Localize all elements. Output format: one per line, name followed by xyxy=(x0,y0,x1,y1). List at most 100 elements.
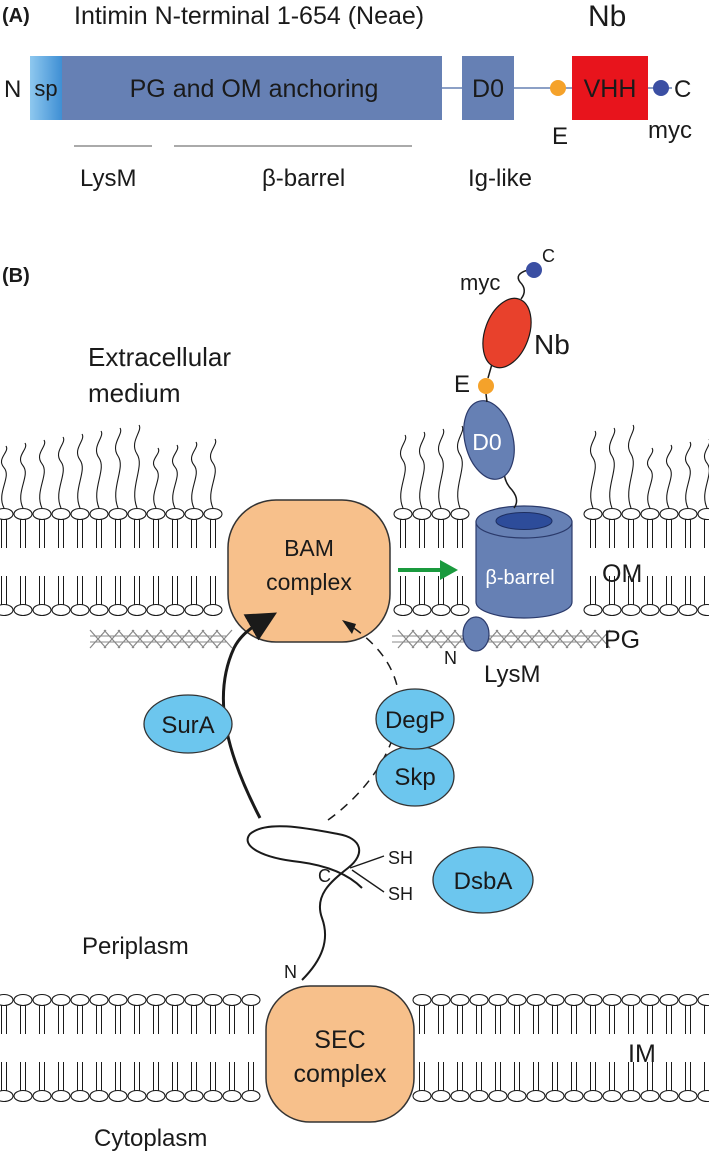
e-tag-dot xyxy=(550,80,566,96)
pg-strand xyxy=(215,629,233,649)
sh-label-2: SH xyxy=(388,884,413,904)
pg-strand xyxy=(509,629,527,649)
n-terminus-label: N xyxy=(4,76,21,103)
pg-strand xyxy=(201,629,219,649)
myc-tag-dot-b xyxy=(526,262,542,278)
im-lipid-head xyxy=(70,993,90,1007)
e-tag-label-b: E xyxy=(454,371,470,398)
e-tag-label: E xyxy=(552,123,568,150)
lps-chain xyxy=(418,431,426,509)
im-lipid-head xyxy=(602,1089,622,1103)
im-lipid-head xyxy=(469,1089,489,1103)
im-lipid-head xyxy=(564,993,584,1007)
im-lipid-head xyxy=(678,1089,698,1103)
om-lipid-head xyxy=(640,603,660,617)
om-lipid-head xyxy=(621,603,641,617)
im-lipid-head xyxy=(32,993,52,1007)
lps-chain xyxy=(152,447,160,509)
im-lipid-head xyxy=(241,1089,261,1103)
im-lipid-head xyxy=(659,1089,679,1103)
om-lipid-head xyxy=(32,507,52,521)
im-lipid-head xyxy=(108,1089,128,1103)
lps-chain xyxy=(456,425,464,509)
om-lipid-head xyxy=(0,507,14,521)
im-lipid-head xyxy=(203,993,223,1007)
om-lipid-head xyxy=(184,603,204,617)
sp-label: sp xyxy=(34,76,57,101)
nb-label-b: Nb xyxy=(534,329,570,360)
sp-domain xyxy=(30,56,62,120)
om-lipid-head xyxy=(640,507,660,521)
degp-chaperone xyxy=(375,688,455,750)
im-lipid-head xyxy=(412,1089,432,1103)
myc-tag-label: myc xyxy=(648,117,692,144)
im-lipid-head xyxy=(697,993,709,1007)
lps-chain xyxy=(0,445,8,509)
om-lipid-head xyxy=(70,603,90,617)
nb-domain-b xyxy=(482,297,532,369)
sec-label-1: SEC xyxy=(314,1026,365,1054)
im-lipid-head xyxy=(165,1089,185,1103)
polypeptide-n-label: N xyxy=(284,962,297,982)
lps-chain xyxy=(608,427,616,509)
im-lipid-head xyxy=(621,1089,641,1103)
degp-label: DegP xyxy=(385,707,445,734)
im-lipid-head xyxy=(431,993,451,1007)
beta-barrel-body xyxy=(475,521,573,619)
myc-label-b: myc xyxy=(460,270,500,295)
bam-label-2: complex xyxy=(266,569,352,595)
om-lipid-head xyxy=(678,603,698,617)
om-lipid-head xyxy=(108,507,128,521)
e-tag-dot-b xyxy=(478,378,494,394)
sec-label-2: complex xyxy=(293,1060,387,1088)
pg-strand xyxy=(117,629,135,649)
lps-chain xyxy=(399,434,407,509)
dsba-label: DsbA xyxy=(454,868,513,895)
pg-strand xyxy=(593,629,611,649)
im-lipid-head xyxy=(32,1089,52,1103)
im-lipid-head xyxy=(640,993,660,1007)
panel-a: (A) Intimin N-terminal 1-654 (Neae) Nb N… xyxy=(2,0,692,192)
om-lipid-head xyxy=(412,603,432,617)
sh-label-1: SH xyxy=(388,848,413,868)
om-lipid-head xyxy=(431,507,451,521)
bam-label-1: BAM xyxy=(284,535,334,561)
pg-strand xyxy=(579,629,597,649)
lps-chain xyxy=(171,444,179,509)
d0-label-b: D0 xyxy=(472,429,501,455)
panel-b-label: (B) xyxy=(2,265,30,287)
im-lipid-head xyxy=(184,1089,204,1103)
om-lipid-head xyxy=(393,507,413,521)
im-lipid-head xyxy=(127,1089,147,1103)
panel-a-label: (A) xyxy=(2,5,30,27)
om-label: OM xyxy=(602,560,642,588)
im-lipid-head xyxy=(583,993,603,1007)
im-lipid-head xyxy=(602,993,622,1007)
om-lipid-head xyxy=(659,507,679,521)
dsba-enzyme xyxy=(432,846,534,914)
outer-membrane xyxy=(0,507,709,617)
om-lipid-head xyxy=(13,603,33,617)
pg-strand xyxy=(551,629,569,649)
im-lipid-head xyxy=(203,1089,223,1103)
lps-chain xyxy=(38,439,46,509)
om-lipid-head xyxy=(108,603,128,617)
pg-strand xyxy=(439,629,457,649)
beta-barrel-label: β-barrel xyxy=(485,567,554,589)
im-lipid-head xyxy=(450,1089,470,1103)
pg-strand xyxy=(425,629,443,649)
pg-om-domain xyxy=(62,56,442,120)
degp-arrow-head xyxy=(342,620,356,634)
lps-chain xyxy=(665,444,673,509)
sec-complex xyxy=(265,985,415,1123)
im-lipid-head xyxy=(564,1089,584,1103)
im-lipid-head xyxy=(51,1089,71,1103)
vhh-label: VHH xyxy=(584,75,637,103)
om-lipid-head xyxy=(0,603,14,617)
im-lipid-head xyxy=(621,993,641,1007)
im-lipid-head xyxy=(108,993,128,1007)
om-lipid-head xyxy=(450,603,470,617)
sura-chaperone xyxy=(143,694,233,754)
om-lipid-head xyxy=(89,603,109,617)
pg-strand xyxy=(523,629,541,649)
